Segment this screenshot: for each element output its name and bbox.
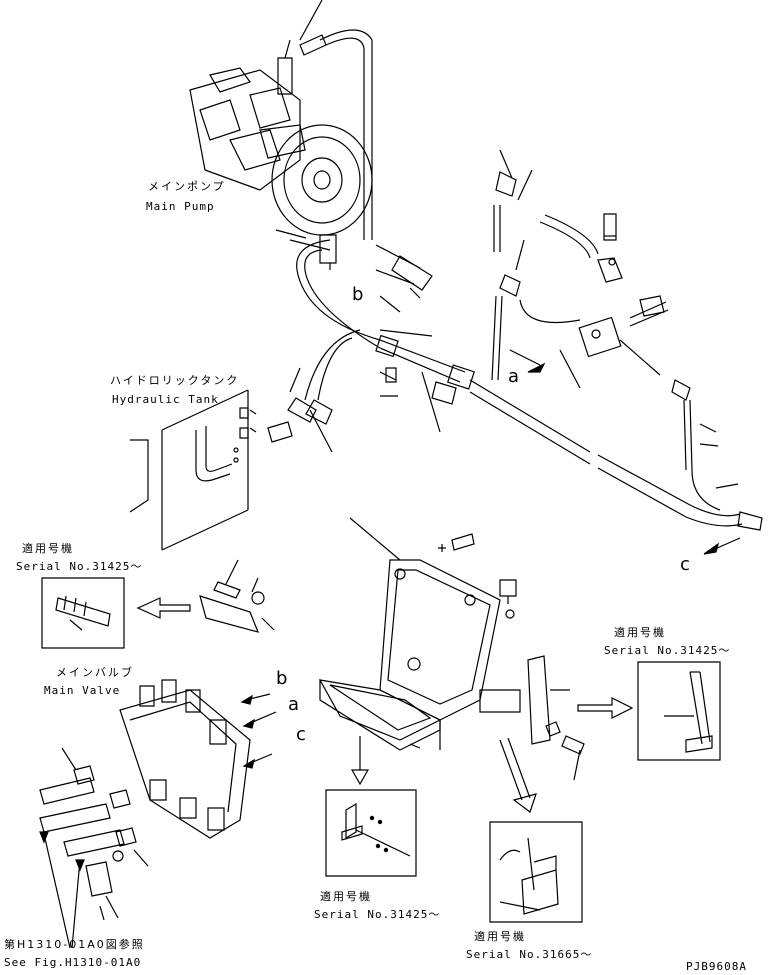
- hose-lines: [250, 150, 762, 554]
- hydraulic-tank-label-jp: ハイドロリックタンク: [110, 374, 240, 387]
- frame-bracket-drawing: [320, 518, 584, 780]
- detail-box-left: [42, 578, 124, 648]
- callout-c-valve: c: [296, 724, 306, 745]
- drawing-code: PJB9608A: [686, 960, 747, 973]
- arrow-right: [578, 698, 632, 718]
- callout-a-top: a: [508, 366, 520, 387]
- serial-heading-right: 適用号機: [614, 626, 666, 639]
- hydraulic-tank-label-en: Hydraulic Tank: [112, 393, 219, 406]
- callout-c-right: c: [680, 554, 690, 575]
- detail-box-right: [638, 662, 720, 760]
- serial-heading-bottom-mid: 適用号機: [320, 890, 372, 903]
- loose-parts-left: [200, 560, 274, 632]
- serial-heading-bottom-right: 適用号機: [474, 930, 526, 943]
- arrow-down-stem-right2: [508, 738, 530, 798]
- arrow-down-right: [514, 794, 536, 812]
- main-pump-drawing: [190, 0, 372, 250]
- detail-box-bottom-mid: [326, 790, 416, 876]
- arrow-down-stem-right: [500, 740, 522, 800]
- callout-b-top: b: [352, 284, 364, 305]
- serial-no-bottom-right: Serial No.31665～: [466, 948, 593, 961]
- serial-no-right: Serial No.31425～: [604, 644, 731, 657]
- main-pump-label-jp: メインポンプ: [148, 180, 226, 193]
- reference-label-en: See Fig.H1310-01A0: [4, 956, 142, 969]
- main-pump-label-en: Main Pump: [146, 200, 215, 213]
- serial-heading-left: 適用号機: [22, 542, 74, 555]
- serial-no-bottom-mid: Serial No.31425～: [314, 908, 441, 921]
- hydraulic-tank-drawing: [130, 390, 248, 550]
- main-valve-drawing: [40, 680, 276, 948]
- reference-label-jp: 第H1310-01A0図参照: [4, 938, 145, 951]
- main-valve-label-jp: メインバルブ: [56, 666, 134, 679]
- arrow-down-mid: [352, 770, 368, 784]
- callout-a-valve: a: [288, 694, 300, 715]
- serial-no-left: Serial No.31425～: [16, 560, 143, 573]
- arrow-left: [138, 598, 190, 618]
- main-valve-label-en: Main Valve: [44, 684, 121, 697]
- detail-box-bottom-right: [490, 822, 582, 922]
- callout-b-valve: b: [276, 668, 288, 689]
- leader-b: [380, 296, 400, 312]
